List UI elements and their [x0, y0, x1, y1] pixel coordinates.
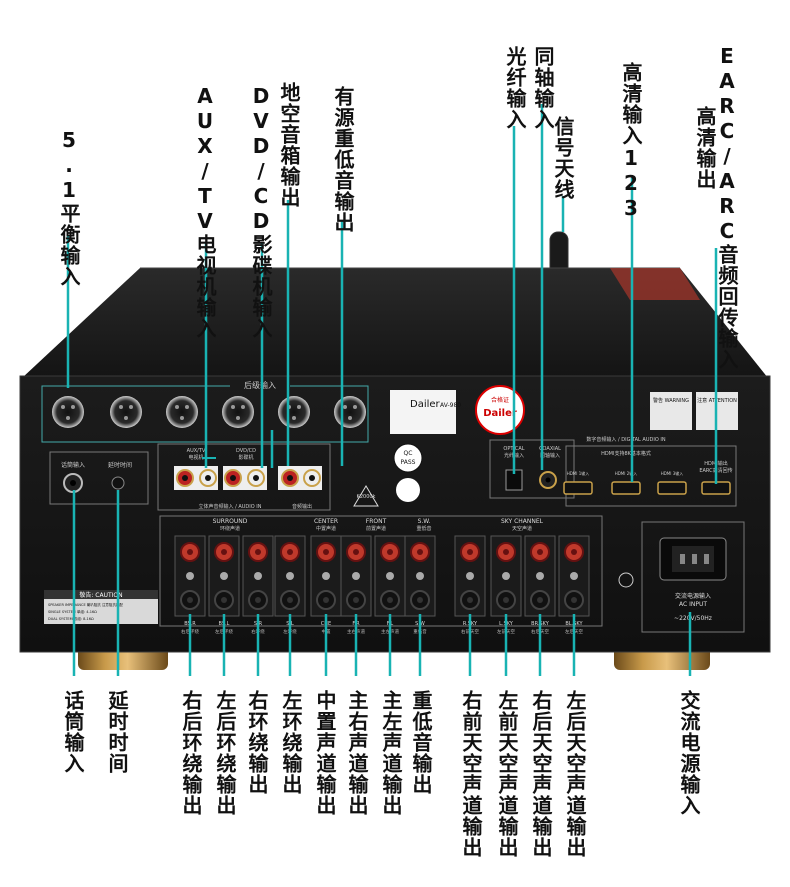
svg-text:AC INPUT: AC INPUT [679, 601, 707, 608]
svg-text:CENTER: CENTER [314, 518, 338, 525]
hdmi-input-port[interactable] [563, 481, 593, 495]
hdmi-input-port[interactable] [657, 481, 687, 495]
hdmi-input-port[interactable] [611, 481, 641, 495]
svg-text:数字音频输入 / DIGITAL AUDIO IN: 数字音频输入 / DIGITAL AUDIO IN [586, 436, 665, 443]
hdmi-port-label: HDMI 1输入 [567, 470, 590, 476]
svg-text:~220V/50Hz: ~220V/50Hz [674, 615, 712, 622]
xlr-balanced-jack[interactable] [222, 396, 254, 428]
svg-text:环绕声道: 环绕声道 [220, 525, 240, 532]
svg-text:警告 WARNING: 警告 WARNING [653, 397, 689, 404]
certificate-sticker [475, 385, 525, 435]
callout-label-front-left-sky: 左前天空声道输出 [495, 690, 519, 858]
svg-text:立体声音频输入 / AUDIO IN: 立体声音频输入 / AUDIO IN [198, 503, 261, 510]
svg-text:PASS: PASS [401, 459, 416, 466]
svg-text:S.W.: S.W. [418, 518, 431, 525]
svg-text:DVD/CD: DVD/CD [236, 448, 256, 454]
callout-label-rear-right-surround: 右后环绕输出 [179, 690, 203, 816]
ground-badge [396, 478, 420, 502]
callout-label-main-right: 主右声道输出 [345, 690, 369, 816]
callout-label-dvd-cd-input: DVD/CD影碟机输入 [249, 84, 273, 339]
callout-label-mic-input: 话筒输入 [61, 690, 85, 774]
speaker-section-box [159, 515, 603, 627]
svg-text:电视机: 电视机 [188, 454, 203, 461]
svg-text:AUX/TV: AUX/TV [187, 448, 206, 454]
svg-text:延时时间: 延时时间 [108, 461, 132, 469]
svg-text:DUAL SYSTEM 双组: 8-16Ω: DUAL SYSTEM 双组: 8-16Ω [48, 616, 94, 621]
callout-label-hdmi-output: 高清输出 [693, 106, 717, 190]
svg-text:K2000k: K2000k [357, 494, 376, 500]
recycle-mark [618, 572, 634, 588]
svg-text:Dailer: Dailer [483, 408, 517, 419]
svg-text:重低音: 重低音 [416, 525, 431, 532]
ac-input-box [641, 521, 745, 633]
svg-text:话筒输入: 话筒输入 [61, 461, 85, 469]
digital-input-box [489, 439, 575, 499]
xlr-balanced-jack[interactable] [278, 396, 310, 428]
callout-label-rear-left-surround: 左后环绕输出 [213, 690, 237, 816]
svg-text:后级输入: 后级输入 [244, 380, 276, 390]
callout-label-balanced-5-1-input: 5.1平衡输入 [57, 128, 81, 287]
svg-text:COAXIAL: COAXIAL [539, 446, 561, 452]
callout-label-delay-time: 延时时间 [105, 690, 129, 774]
svg-text:同轴输入: 同轴输入 [540, 452, 560, 459]
warning-label [650, 392, 692, 430]
svg-text:前置声道: 前置声道 [366, 525, 386, 532]
callout-label-aux-tv-input: AUX/TV电视机输入 [193, 84, 217, 339]
brand-plate [390, 390, 456, 434]
xlr-balanced-jack[interactable] [166, 396, 198, 428]
svg-text:FRONT: FRONT [366, 518, 387, 525]
svg-text:天空声道: 天空声道 [512, 525, 532, 532]
svg-text:交流电源输入: 交流电源输入 [675, 592, 711, 600]
rca-input-box [157, 443, 331, 511]
callout-label-right-surround: 右环绕输出 [245, 690, 269, 795]
callout-label-earc-input: EARC/ARC音频回传输入 [715, 44, 739, 370]
cert-triangle-mark [353, 485, 379, 507]
callout-label-main-left: 主左声道输出 [379, 690, 403, 816]
hdmi-box [565, 445, 737, 507]
svg-text:QC: QC [404, 450, 413, 457]
svg-text:音频输出: 音频输出 [292, 503, 312, 510]
svg-text:SKY CHANNEL: SKY CHANNEL [501, 518, 544, 525]
callout-label-center-channel: 中置声道输出 [313, 690, 337, 816]
callout-label-rear-right-sky: 右后天空声道输出 [529, 690, 553, 858]
callout-label-front-right-sky: 右前天空声道输出 [459, 690, 483, 858]
hdmi-port-label: HDMI 2输入 [615, 470, 638, 476]
callout-label-active-sub-output: 有源重低音输出 [331, 86, 355, 233]
svg-text:SINGLE SYSTEM 单组: 4-16Ω: SINGLE SYSTEM 单组: 4-16Ω [48, 609, 97, 614]
svg-text:SURROUND: SURROUND [213, 518, 248, 525]
xlr-balanced-jack[interactable] [334, 396, 366, 428]
svg-text:中置声道: 中置声道 [316, 525, 336, 532]
callout-label-sky-speaker-output: 地空音箱输出 [277, 82, 301, 208]
mic-delay-box [49, 451, 149, 505]
callout-label-hdmi-input: 高清输入123 [619, 62, 643, 221]
svg-text:影碟机: 影碟机 [238, 454, 253, 461]
xlr-balanced-jack[interactable] [110, 396, 142, 428]
svg-text:HDMI支持8K基本格式: HDMI支持8K基本格式 [601, 450, 651, 457]
qc-pass-badge [393, 443, 423, 473]
svg-text:SPEAKER IMPEDANCE 喇叭阻抗 注意阻抗匹配: SPEAKER IMPEDANCE 喇叭阻抗 注意阻抗匹配 [48, 602, 123, 607]
callout-label-antenna: 信号天线 [551, 116, 575, 200]
callout-label-coaxial-input: 同轴输入 [531, 46, 555, 130]
callout-label-ac-power: 交流电源输入 [677, 690, 701, 816]
svg-text:AV-980: AV-980 [440, 402, 461, 409]
chassis-top [22, 268, 768, 378]
xlr-balanced-jack[interactable] [52, 396, 84, 428]
callout-label-optical-input: 光纤输入 [503, 46, 527, 130]
delay-knob[interactable] [111, 476, 125, 490]
callout-label-left-surround: 左环绕输出 [279, 690, 303, 795]
svg-text:敬告: CAUTION: 敬告: CAUTION [79, 591, 122, 599]
hdmi-port-label: HDMI 3输入 [661, 470, 684, 476]
callout-label-subwoofer: 重低音输出 [409, 690, 433, 795]
svg-text:合格证: 合格证 [491, 396, 509, 404]
callout-label-rear-left-sky: 左后天空声道输出 [563, 690, 587, 858]
svg-text:Dailer: Dailer [410, 399, 441, 410]
